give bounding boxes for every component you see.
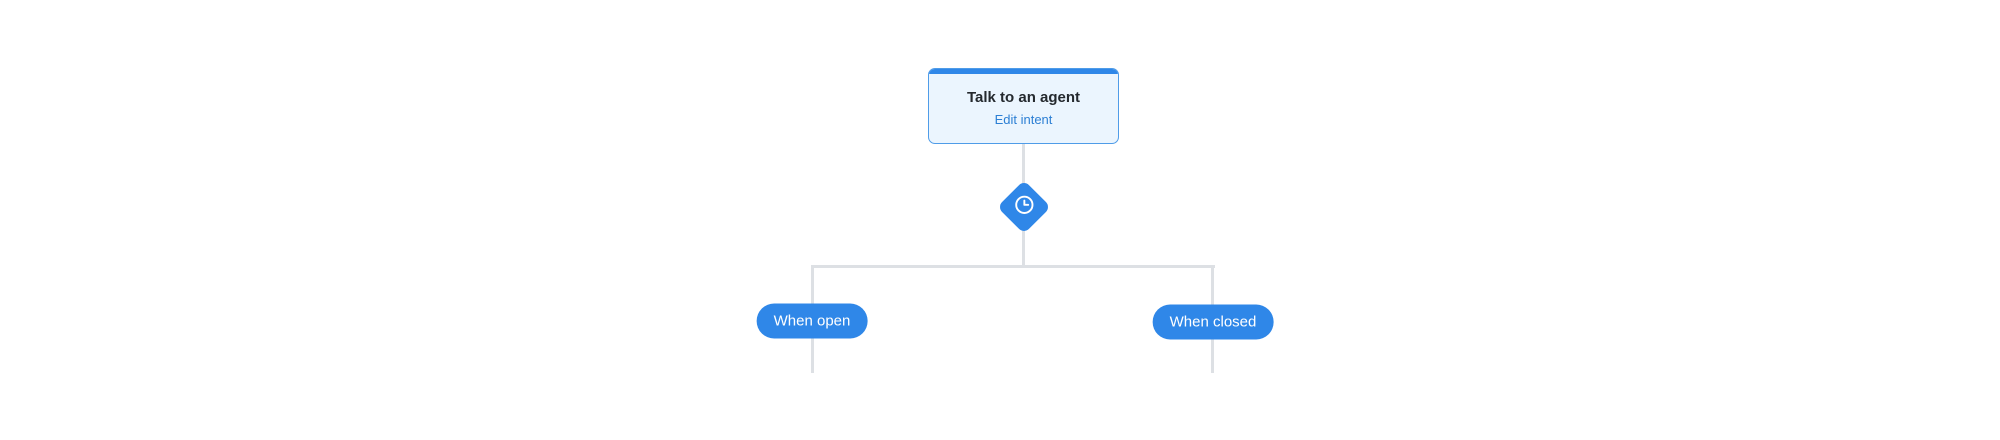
- intent-node-title: Talk to an agent: [966, 89, 1081, 106]
- branch-when-closed[interactable]: When closed: [1152, 304, 1274, 340]
- office-hours-condition-node[interactable]: [997, 180, 1051, 234]
- node-accent-bar: [929, 69, 1118, 74]
- clock-icon: [1013, 193, 1036, 221]
- branch-when-open[interactable]: When open: [756, 303, 868, 339]
- connector-branch-horizontal: [811, 265, 1215, 268]
- edit-intent-link[interactable]: Edit intent: [994, 112, 1053, 127]
- intent-node[interactable]: Talk to an agent Edit intent: [928, 68, 1119, 144]
